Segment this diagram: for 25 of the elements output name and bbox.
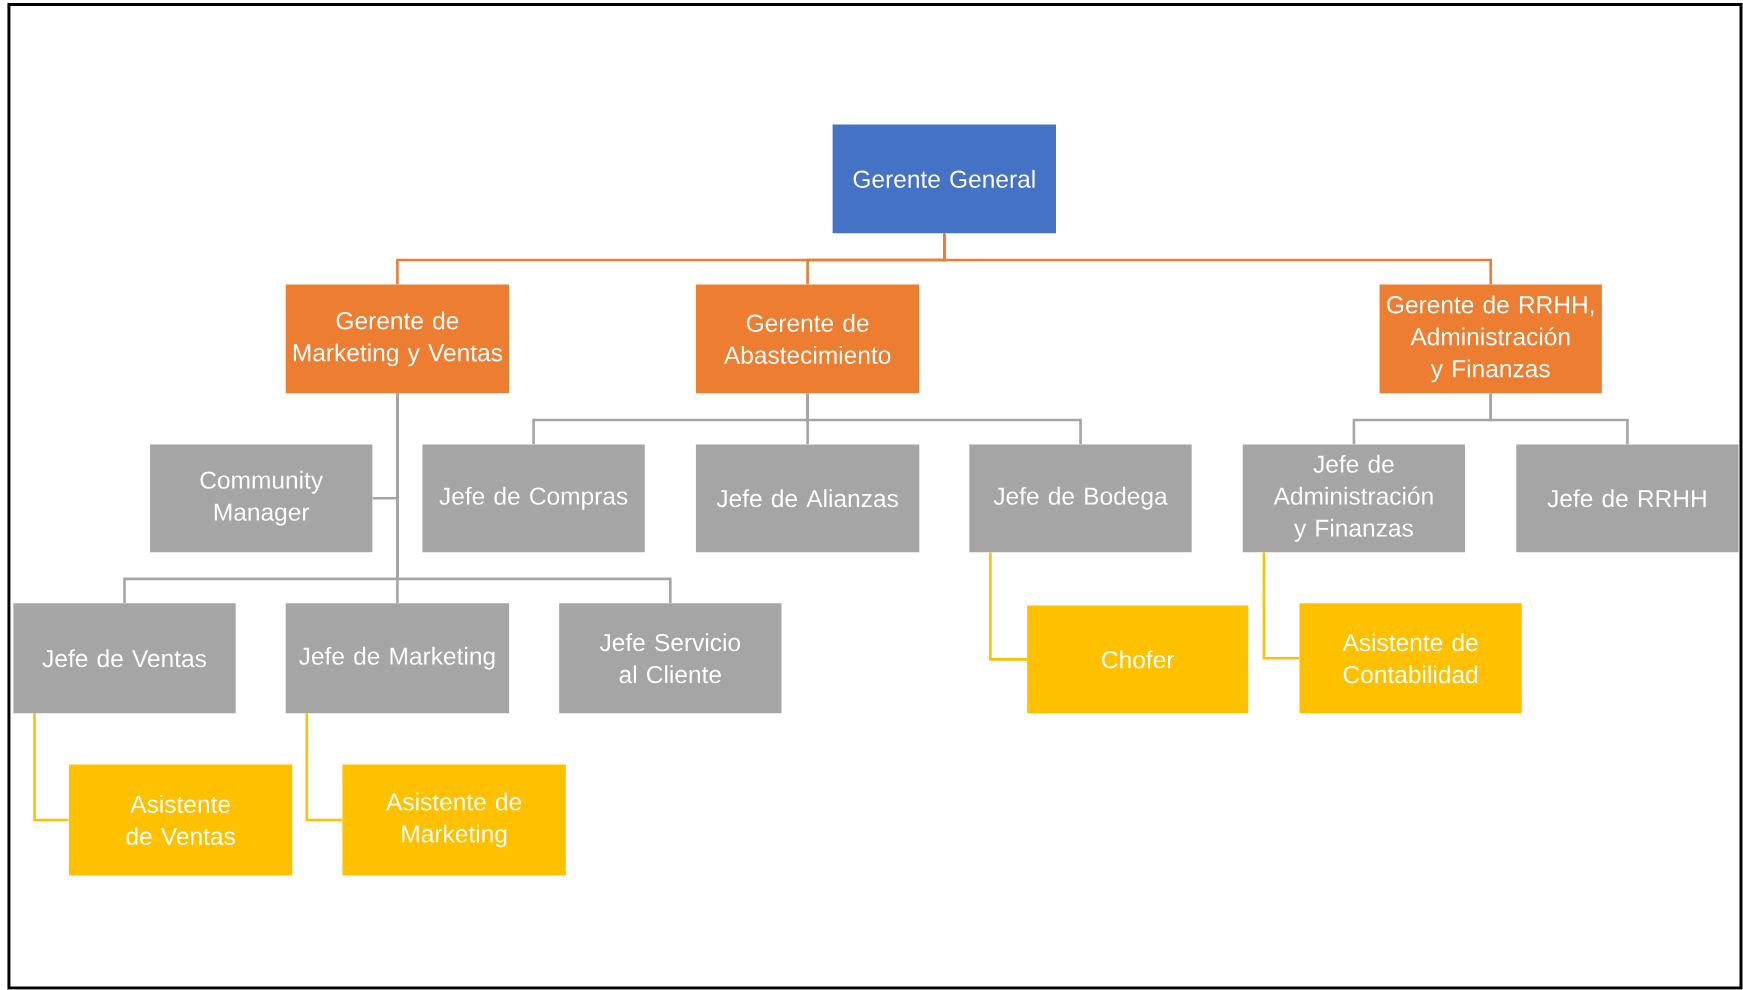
chief-box: Jefe de Administración y Finanzas: [1242, 444, 1466, 553]
chief-box: Community Manager: [150, 444, 373, 553]
chief-box: Jefe de Ventas: [13, 603, 236, 714]
connector-line: [33, 713, 69, 822]
manager-box: Gerente de RRHH, Administración y Finanzas: [1379, 284, 1602, 394]
connector-line: [989, 552, 1027, 661]
chief-box: Jefe de Compras: [422, 444, 645, 553]
assistant-box: Asistente de Marketing: [342, 764, 566, 876]
manager-box: Gerente de Abastecimiento: [695, 284, 920, 394]
connector-line: [305, 713, 343, 822]
top-box: Gerente General: [832, 124, 1056, 234]
assistant-box: Asistente de Contabilidad: [1299, 603, 1522, 714]
chief-box: Jefe de Marketing: [285, 603, 510, 714]
connector-line: [396, 393, 672, 604]
chief-box: Jefe de RRHH: [1516, 444, 1739, 553]
assistant-box: Asistente de Ventas: [68, 764, 293, 876]
connector-line: [943, 233, 1492, 285]
chief-box: Jefe de Alianzas: [695, 444, 920, 553]
chief-box: Jefe Servicio al Cliente: [559, 603, 782, 714]
chief-box: Jefe de Bodega: [969, 444, 1192, 553]
connector-line: [1489, 393, 1629, 445]
connector-line: [806, 393, 1082, 445]
assistant-box: Chofer: [1027, 605, 1249, 714]
connector-line: [1262, 552, 1300, 660]
manager-box: Gerente de Marketing y Ventas: [285, 284, 510, 394]
